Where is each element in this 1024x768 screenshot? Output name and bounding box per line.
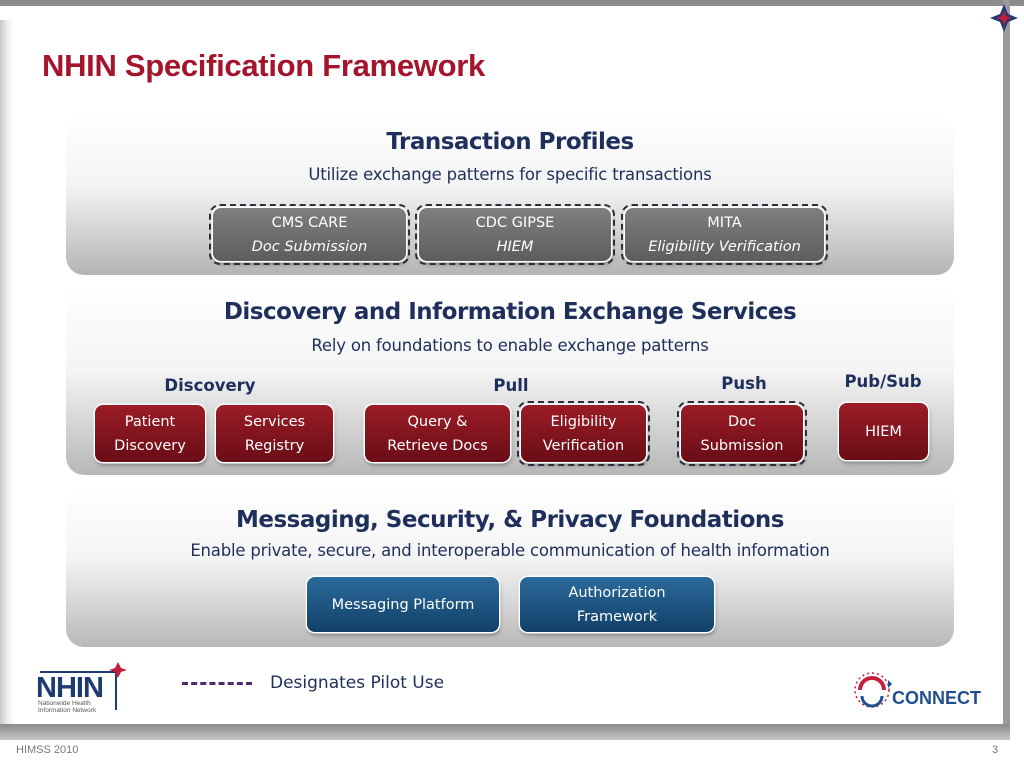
connect-swirl-icon: [854, 672, 892, 708]
compass-star-icon: [990, 4, 1018, 32]
slide-left-shadow: [0, 20, 14, 740]
box-line-1: Authorization: [568, 584, 666, 601]
tier-subheading: Enable private, secure, and interoperabl…: [190, 541, 830, 560]
nhin-logo: NHIN Nationwide Health Information Netwo…: [36, 660, 132, 716]
slide-bottom-border: [0, 724, 1010, 740]
group-label-pull: Pull: [493, 376, 529, 395]
box-line-1: Messaging Platform: [331, 596, 475, 613]
box-line-2: Submission: [700, 437, 784, 454]
cms-care-box: CMS CARE Doc Submission: [209, 204, 410, 265]
mita-box: MITA Eligibility Verification: [621, 204, 828, 265]
box-line-1: Services: [243, 413, 306, 430]
transaction-profiles-panel: Transaction Profiles Utilize exchange pa…: [66, 115, 954, 275]
box-title: CMS CARE: [271, 214, 348, 231]
tier-heading: Messaging, Security, & Privacy Foundatio…: [235, 507, 785, 533]
box-title: CDC GIPSE: [475, 214, 555, 231]
tier-subheading: Utilize exchange patterns for specific t…: [308, 165, 712, 184]
doc-submission-box: Doc Submission: [677, 401, 807, 466]
box-line-2: Retrieve Docs: [387, 437, 488, 454]
tier-heading: Transaction Profiles: [386, 129, 634, 155]
slide-title: NHIN Specification Framework: [42, 48, 485, 83]
discovery-exchange-panel: Discovery and Information Exchange Servi…: [66, 285, 954, 475]
pilot-legend-dashed-line: [182, 682, 252, 685]
slide-right-border: [1000, 0, 1024, 740]
group-label-discovery: Discovery: [164, 376, 256, 395]
box-title: MITA: [707, 214, 742, 231]
box-line-1: Eligibility: [550, 413, 617, 430]
nhin-subtitle-line-1: Nationwide Health: [38, 700, 91, 707]
box-line-2: Verification: [542, 437, 625, 454]
eligibility-verification-box: Eligibility Verification: [517, 401, 650, 466]
authorization-framework-box: Authorization Framework: [520, 577, 714, 632]
footer-event: HIMSS 2010: [16, 744, 79, 756]
box-line-1: Patient: [124, 413, 176, 430]
box-line-2: Framework: [576, 608, 658, 625]
connect-logo-word: CONNECT: [892, 688, 981, 708]
connect-logo: CONNECT: [852, 666, 992, 714]
box-line-1: Doc: [727, 413, 756, 430]
hiem-box: HIEM: [839, 403, 928, 460]
patient-discovery-box: Patient Discovery: [95, 405, 205, 462]
group-label-push: Push: [721, 374, 767, 393]
foundations-panel: Messaging, Security, & Privacy Foundatio…: [66, 487, 954, 647]
box-subtitle: Doc Submission: [251, 238, 368, 255]
box-line-2: Registry: [244, 437, 305, 454]
box-line-2: Discovery: [114, 437, 186, 454]
tier-subheading: Rely on foundations to enable exchange p…: [311, 336, 709, 355]
nhin-logo-word: NHIN: [36, 672, 104, 704]
box-line-1: Query &: [407, 413, 468, 430]
cdc-gipse-box: CDC GIPSE HIEM: [415, 204, 615, 265]
pilot-legend-text: Designates Pilot Use: [270, 673, 445, 693]
services-registry-box: Services Registry: [216, 405, 333, 462]
slide-top-border: [0, 0, 1024, 18]
tier-heading: Discovery and Information Exchange Servi…: [223, 299, 797, 325]
box-subtitle: Eligibility Verification: [648, 238, 801, 255]
nhin-frame-icon: [40, 662, 127, 710]
query-retrieve-box: Query & Retrieve Docs: [365, 405, 510, 462]
nhin-logo-subtitle: Nationwide Health Information Network: [38, 700, 96, 714]
box-subtitle: HIEM: [496, 238, 534, 255]
box-line-1: HIEM: [865, 423, 902, 440]
messaging-platform-box: Messaging Platform: [307, 577, 499, 632]
page-number: 3: [992, 744, 999, 756]
group-label-pubsub: Pub/Sub: [844, 372, 922, 391]
nhin-subtitle-line-2: Information Network: [38, 707, 97, 714]
